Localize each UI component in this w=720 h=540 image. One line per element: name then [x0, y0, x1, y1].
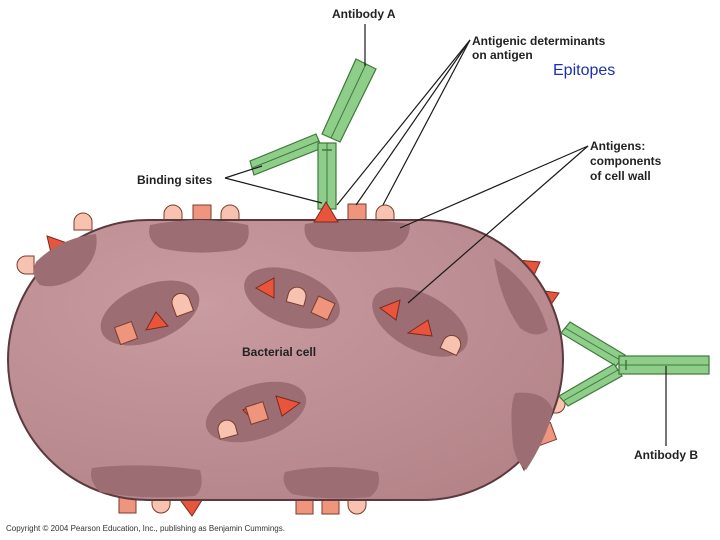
antigens-label-line2: components [590, 154, 662, 168]
epitope-bump [171, 292, 195, 318]
antigenic-determinants-label-line2: on antigen [472, 48, 533, 62]
epitope-bump [285, 286, 307, 307]
epitope-triangle [145, 311, 169, 331]
bound-epitope-triangle [313, 201, 339, 223]
antibody-a-label: Antibody A [332, 7, 396, 21]
antigens-label-line3: of cell wall [590, 169, 651, 183]
epitope-triangle [254, 277, 275, 299]
cell-wall-patch [149, 220, 249, 253]
epitope-square [310, 295, 336, 321]
cell-wall-patch [511, 392, 553, 470]
cell-wall-patch [494, 258, 548, 335]
epitope-bump [347, 496, 367, 515]
epitope-bump [439, 334, 462, 357]
interior-antigens [113, 277, 462, 440]
epitope-square [113, 320, 139, 346]
copyright-notice: Copyright © 2004 Pearson Education, Inc.… [6, 524, 285, 533]
epitope-bump [375, 204, 395, 223]
epitope-bump [16, 255, 35, 275]
epitope-bump [217, 419, 239, 440]
cell-wall-patch [91, 465, 202, 498]
epitope-square [245, 401, 269, 425]
bacterial-cell-label: Bacterial cell [242, 345, 316, 359]
binding-sites-label: Binding sites [137, 173, 213, 187]
cell-wall-patch [33, 234, 97, 287]
bacterial-cell-body [7, 219, 564, 501]
antigenic-determinants-label: Antigenic determinants [472, 34, 606, 48]
cell-wall-patch [283, 467, 379, 499]
antibody-b-label: Antibody B [634, 448, 698, 462]
antibody-b [558, 321, 710, 407]
epitope-triangle [378, 299, 401, 321]
cell-wall-patch [304, 220, 410, 252]
leader-lines [224, 24, 667, 446]
epitope-bump [220, 204, 240, 223]
epitope-triangle [406, 319, 433, 337]
epitopes-label: Epitopes [553, 62, 615, 79]
antibody-a [249, 58, 377, 210]
antigens-label: Antigens: [590, 139, 645, 153]
epitope-bump [73, 212, 93, 231]
epitope-triangle [275, 395, 302, 417]
epitope-bump [163, 204, 183, 223]
